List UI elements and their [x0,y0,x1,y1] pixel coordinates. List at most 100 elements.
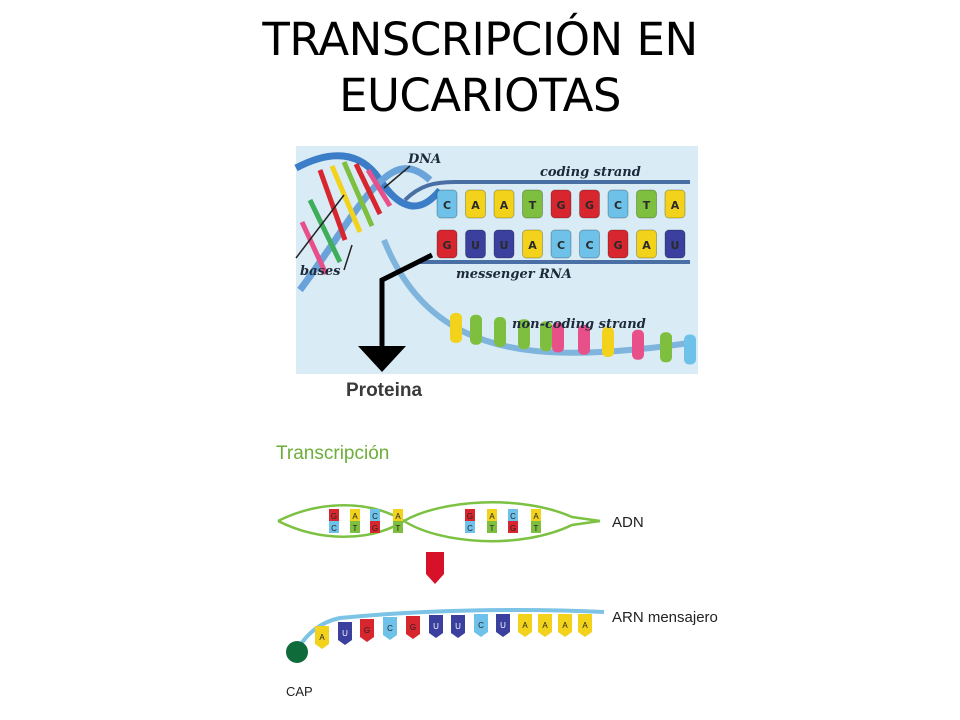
adn-helix [277,501,601,543]
coding-base: G [579,189,600,219]
adn-bottom-letter: G [372,524,378,533]
mrna-base: C [579,229,600,259]
arn-base-letter: U [433,622,439,631]
arn-base: G [406,616,420,639]
coding-base-letter: C [443,199,451,212]
arn-base: A [315,626,329,649]
coding-base: G [550,189,572,219]
adn-base-pair: AT [531,509,541,533]
arn-mensajero-label: ARN mensajero [612,609,718,626]
non-coding-base [494,316,506,347]
adn-top-letter: A [395,512,401,521]
arn-base: A [578,614,592,637]
mrna-base: A [522,229,543,259]
arrow-to-protein [358,252,434,372]
arn-base: A [538,614,552,637]
adn-base-pair: AT [393,509,403,533]
arn-base: C [383,617,397,640]
adn-base-pair: AT [350,509,360,533]
non-coding-strand-bases [450,312,696,365]
adn-top-letter: G [331,512,337,521]
coding-base-letter: T [643,199,651,212]
non-coding-base [684,334,696,365]
arn-base-letter: A [542,621,548,630]
arn-base: U [496,614,510,637]
arn-base-letter: A [522,621,528,630]
arn-base-letter: A [562,621,568,630]
mrna-base-letter: A [528,239,537,252]
cap-circle [286,641,308,663]
non-coding-base [470,314,482,345]
arn-base: C [474,614,488,637]
non-coding-base [540,321,552,352]
coding-strand-backbone [403,180,690,202]
mrna-base: U [664,229,686,259]
arn-base-letter: C [478,621,484,630]
dna-double-helix [294,152,443,293]
arn-base-letter: U [342,629,348,638]
arn-base: U [451,615,465,638]
mrna-base: G [436,229,458,259]
coding-base: C [607,189,629,219]
non-coding-strand-label: non-coding strand [512,317,646,332]
adn-bottom-letter: T [534,524,539,533]
adn-bottom-letter: C [331,524,337,533]
non-coding-base [602,326,614,357]
mrna-base-letter: G [613,239,622,252]
mrna-base: A [636,229,657,259]
bases-label: bases [300,264,341,279]
mrna-base-letter: U [671,239,680,252]
adn-base-pair: GC [465,509,475,533]
coding-base-letter: T [529,199,537,212]
arn-base-letter: U [500,621,506,630]
adn-base-pair: AT [487,509,497,533]
non-coding-base [578,324,590,355]
arn-base: A [558,614,572,637]
messenger-rna-label: messenger RNA [456,267,572,282]
coding-base: T [636,189,657,219]
adn-bottom-letter: C [467,524,473,533]
mrna-base-letter: A [642,239,651,252]
coding-base: C [436,189,458,219]
arn-base-letter: A [582,621,588,630]
non-coding-base [518,319,530,350]
slide-title: TRANSCRIPCIÓN EN EUCARIOTAS [0,12,960,124]
mrna-base: C [550,229,572,259]
down-arrow [426,552,444,584]
mrna-base-letter: U [500,239,509,252]
coding-strand-label: coding strand [540,165,641,180]
arn-base: U [338,622,352,645]
protein-label: Proteina [346,380,422,401]
mrna-base: U [493,229,515,259]
coding-base-letter: A [471,199,480,212]
adn-top-letter: C [372,512,378,521]
coding-base-letter: G [585,199,594,212]
adn-base-pair: CG [508,509,518,533]
adn-top-letter: A [489,512,495,521]
title-line-2: EUCARIOTAS [339,69,621,122]
adn-base-pair: GC [329,509,339,533]
arn-base: U [429,615,443,638]
non-coding-base [632,329,644,360]
arn-base-letter: G [410,623,416,632]
arn-base-letter: U [455,622,461,631]
adn-top-letter: A [352,512,358,521]
cap-label: CAP [286,684,313,699]
adn-bottom-letter: T [353,524,358,533]
adn-top-letter: A [533,512,539,521]
adn-bottom-letter: T [490,524,495,533]
arn-base: A [518,614,532,637]
non-coding-base [450,312,462,343]
coding-base: A [493,189,515,219]
coding-base-letter: A [671,199,680,212]
arn-base: G [360,619,374,642]
title-line-1: TRANSCRIPCIÓN EN [262,13,698,66]
coding-base: A [664,189,686,219]
transcripcion-heading: Transcripción [276,443,389,464]
